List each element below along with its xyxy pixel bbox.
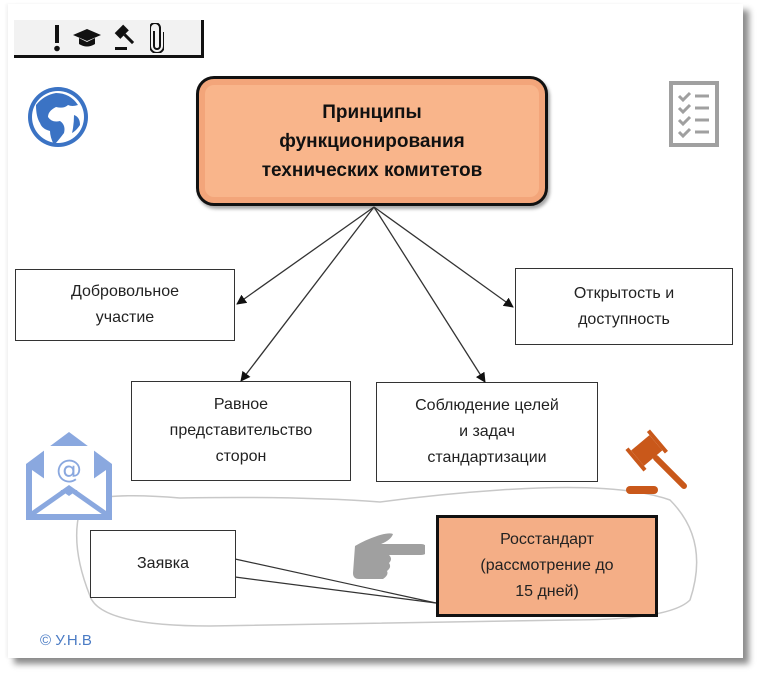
principle-equal-representation: Равное представительство сторон bbox=[131, 381, 351, 481]
svg-text:@: @ bbox=[56, 455, 82, 485]
root-node-title: Принципы функционирования технических ко… bbox=[261, 101, 483, 181]
root-node-principles: Принципы функционирования технических ко… bbox=[196, 76, 548, 206]
graduation-cap-icon[interactable] bbox=[72, 23, 102, 53]
application-label: Заявка bbox=[137, 555, 189, 572]
email-envelope-icon: @ bbox=[24, 430, 114, 527]
rosstandart-node: Росстандарт (рассмотрение до 15 дней) bbox=[436, 515, 658, 617]
arrow-to-voluntary bbox=[236, 206, 375, 305]
toolbar bbox=[14, 20, 204, 58]
arrow-to-goals bbox=[373, 206, 486, 383]
principle-standardization-goals: Соблюдение целей и задач стандартизации bbox=[376, 382, 598, 482]
arrow-to-openness bbox=[373, 206, 514, 308]
application-node: Заявка bbox=[90, 530, 236, 598]
rosstandart-label: Росстандарт (рассмотрение до 15 дней) bbox=[480, 531, 614, 600]
pointing-hand-icon bbox=[345, 528, 427, 589]
principle-label: Соблюдение целей и задач стандартизации bbox=[415, 397, 559, 466]
principle-label: Добровольное участие bbox=[70, 283, 180, 326]
checklist-icon bbox=[668, 80, 722, 153]
principle-label: Открытость и доступность bbox=[573, 284, 675, 328]
process-lasso-outline bbox=[57, 486, 698, 627]
gavel-icon[interactable] bbox=[112, 23, 140, 53]
globe-icon bbox=[26, 85, 90, 154]
gavel-icon bbox=[622, 428, 692, 503]
arrow-to-equal bbox=[240, 206, 375, 382]
principle-openness-accessibility: Открытость и доступность bbox=[515, 268, 733, 345]
paperclip-icon[interactable] bbox=[149, 22, 164, 53]
exclamation-icon[interactable] bbox=[52, 23, 62, 53]
principle-label: Равное представительство сторон bbox=[169, 396, 313, 465]
principle-voluntary-participation: Добровольное участие bbox=[15, 269, 235, 341]
copyright-text: © У.Н.В bbox=[40, 632, 92, 649]
